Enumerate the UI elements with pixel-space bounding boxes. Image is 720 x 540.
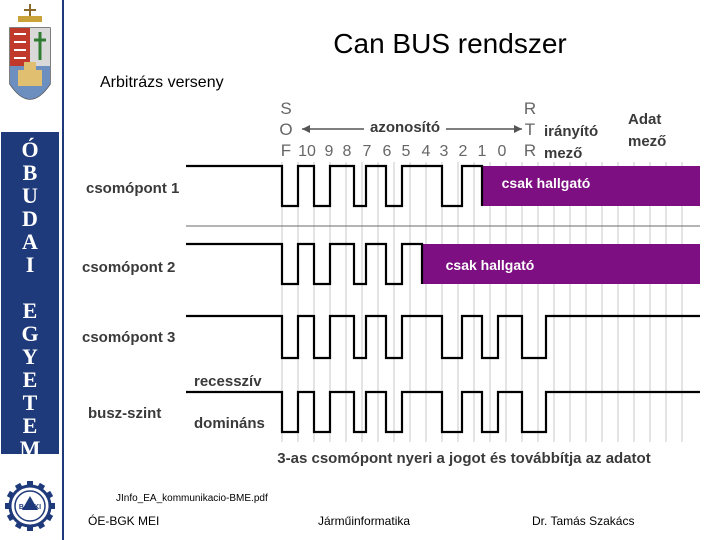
rtr-letter-r1: R: [524, 99, 536, 118]
banki-logo-icon: BÁNKI: [5, 481, 55, 531]
data-field-label-2: mező: [628, 133, 666, 150]
slide-subtitle: Arbitrázs verseny: [100, 74, 224, 91]
bit-number: 0: [498, 143, 507, 160]
arbitration-diagram: S O F R T R azonosító irányító mező Adat…: [82, 99, 700, 467]
node2-listen-label: csak hallgató: [446, 257, 535, 273]
row-label-node1: csomópont 1: [86, 180, 179, 197]
identifier-label: azonosító: [370, 119, 440, 136]
sof-letter-o: O: [279, 120, 292, 139]
bit-number: 9: [325, 143, 334, 160]
vertical-letter: E: [22, 413, 38, 438]
vertical-letter: Y: [22, 344, 38, 369]
slide-title: Can BUS rendszer: [333, 28, 567, 59]
vertical-letter: G: [21, 321, 39, 346]
bit-number: 5: [402, 143, 411, 160]
bit-number: 1: [478, 143, 487, 160]
vertical-letter: [1, 276, 59, 299]
conclusion-text: 3-as csomópont nyeri a jogot és továbbít…: [277, 450, 650, 467]
rtr-letter-r2: R: [524, 141, 536, 160]
bit-number: 8: [343, 143, 352, 160]
node1-listen-bar: [482, 166, 700, 206]
vertical-letter: I: [25, 252, 35, 277]
bit-number: 10: [298, 143, 316, 160]
rtr-letter-t: T: [525, 120, 535, 139]
vertical-letter: U: [22, 183, 38, 208]
vertical-letter: E: [22, 367, 38, 392]
footer-author: Dr. Tamás Szakács: [532, 514, 635, 528]
bit-number: 3: [440, 143, 449, 160]
banki-logo-text: BÁNKI: [19, 502, 41, 511]
vertical-letter: D: [22, 206, 38, 231]
node1-listen-label: csak hallgató: [502, 175, 591, 191]
node2-listen-bar: [422, 244, 700, 284]
bit-number: 2: [459, 143, 468, 160]
sof-letter-f: F: [281, 141, 291, 160]
source-reference: JInfo_EA_kommunikacio-BME.pdf: [116, 493, 268, 504]
vertical-letter: M: [19, 436, 41, 461]
frame-header: S O F R T R azonosító irányító mező Adat…: [279, 99, 666, 162]
vertical-letter: Ó: [21, 137, 39, 162]
bus-recessive-label: recesszív: [194, 373, 262, 390]
row-label-bus: busz-szint: [88, 405, 161, 422]
bit-number: 7: [363, 143, 372, 160]
bit-number: 6: [383, 143, 392, 160]
footer-course: Járműinformatika: [318, 514, 411, 528]
sidebar-divider: [62, 0, 64, 540]
data-field-label-1: Adat: [628, 111, 661, 128]
control-field-label-1: irányító: [544, 123, 598, 140]
identifier-arrow-left-head: [302, 125, 310, 133]
row-label-node3: csomópont 3: [82, 329, 175, 346]
sof-letter-s: S: [280, 99, 291, 118]
vertical-letter: A: [22, 229, 38, 254]
footer-department: ÓE-BGK MEI: [88, 514, 160, 528]
node3-waveform: [186, 314, 700, 360]
bit-number: 4: [422, 143, 431, 160]
row-label-node2: csomópont 2: [82, 259, 175, 276]
identifier-arrow-right-head: [514, 125, 522, 133]
bus-dominant-label: domináns: [194, 415, 265, 432]
vertical-letter: B: [22, 160, 38, 185]
control-field-label-2: mező: [544, 145, 582, 162]
coat-of-arms-icon: [9, 4, 51, 100]
bit-grid: [281, 162, 683, 442]
vertical-letter: E: [22, 298, 38, 323]
node2-waveform: [186, 242, 424, 286]
bus-waveform: [186, 390, 700, 434]
node1-waveform: [186, 164, 484, 208]
vertical-letter: T: [22, 390, 38, 415]
